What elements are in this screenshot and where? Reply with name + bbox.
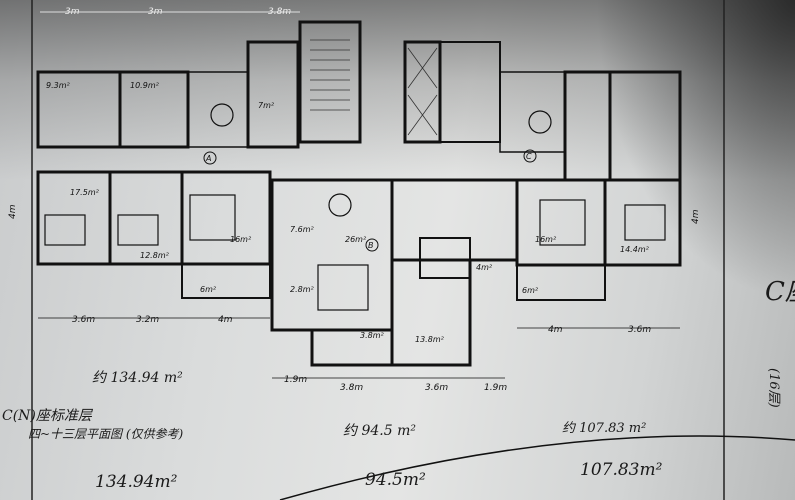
dim-label: 3.2m [136, 315, 159, 325]
stair-hatch [310, 39, 438, 136]
unit-marks: A B C [203, 149, 537, 252]
plan-title: C(N)座标准层 [2, 408, 94, 424]
bottom-dimensions [38, 317, 680, 379]
dim-label: 3.6m [72, 315, 95, 325]
room-area: 7.6m² [290, 225, 315, 234]
furniture [44, 103, 666, 311]
room-area: 13.8m² [415, 335, 445, 344]
room-area: 6m² [200, 285, 217, 294]
unit-c-area-handwritten: 107.83m² [580, 460, 663, 480]
dim-label: 4m [548, 325, 563, 335]
unit-a-area: 约 134.94 m² [92, 370, 183, 386]
dim-label: 1.9m [284, 375, 307, 385]
building-floors: (16层) [766, 368, 781, 408]
unit-a-area-handwritten: 134.94m² [95, 472, 178, 492]
room-area: 12.8m² [140, 251, 170, 260]
top-dimensions: 3m 3m 3.8m [40, 7, 300, 17]
plan-subtitle: 四~十三层平面图 (仅供参考) [28, 427, 184, 441]
dim-label: 4m [218, 315, 233, 325]
dim-label: 3.6m [628, 325, 651, 335]
room-area: 26m² [345, 235, 367, 244]
curve-line [279, 435, 795, 500]
unit-b-area: 约 94.5 m² [343, 423, 416, 439]
room-area: 4m² [476, 263, 493, 272]
dim-label: 3m [65, 7, 80, 17]
dim-label: 1.9m [484, 383, 507, 393]
walls [36, 20, 682, 367]
room-area: 17.5m² [70, 188, 100, 197]
unit-c-area: 约 107.83 m² [562, 421, 646, 436]
unit-mark-c: C [526, 152, 532, 161]
room-area: 10.9m² [130, 81, 160, 90]
room-area: 2.8m² [290, 285, 315, 294]
dim-label-left: 4m [8, 204, 18, 219]
room-area: 14.4m² [620, 245, 650, 254]
room-area: 7m² [258, 101, 275, 110]
room-area: 9.3m² [46, 81, 71, 90]
dim-label: 3m [148, 7, 163, 17]
unit-mark-b: B [368, 241, 374, 250]
room-area: 3.8m² [360, 331, 385, 340]
dim-label: 3.8m [268, 7, 291, 17]
unit-mark-a: A [205, 154, 211, 163]
dim-label: 3.8m [340, 383, 363, 393]
room-area: 16m² [535, 235, 557, 244]
dim-label: 3.6m [425, 383, 448, 393]
photocopy-shading-corner [595, 0, 795, 300]
room-area: 6m² [522, 286, 539, 295]
building-label: C座 [765, 277, 795, 307]
dim-label-right: 4m [691, 209, 701, 224]
room-area-labels: 9.3m² 10.9m² 7m² 17.5m² 12.8m² 16m² 6m² … [46, 81, 650, 344]
unit-b-area-handwritten: 94.5m² [365, 470, 426, 490]
room-area: 16m² [230, 235, 252, 244]
